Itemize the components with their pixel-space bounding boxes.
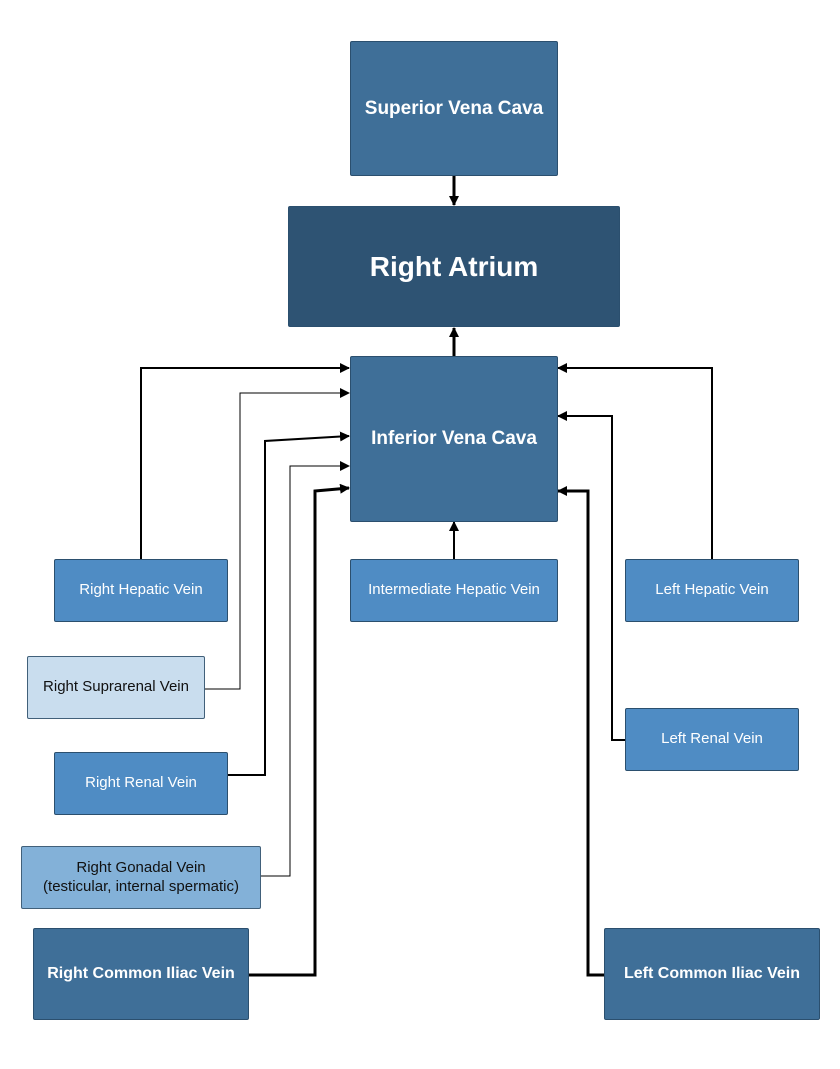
node-label: Superior Vena Cava bbox=[364, 97, 544, 119]
node-right-atrium: Right Atrium bbox=[288, 206, 620, 327]
node-right-suprarenal-vein: Right Suprarenal Vein bbox=[27, 656, 205, 719]
node-superior-vena-cava: Superior Vena Cava bbox=[350, 41, 558, 176]
node-label: Intermediate Hepatic Vein bbox=[368, 581, 540, 599]
node-label: Left Common Iliac Vein bbox=[623, 965, 801, 982]
node-label-line2: (testicular, internal spermatic) bbox=[43, 877, 239, 895]
node-label-line1: Right Gonadal Vein bbox=[76, 858, 206, 876]
node-label: Right Atrium bbox=[369, 251, 539, 282]
connector-right-hepatic bbox=[140, 363, 350, 559]
node-label: Right Suprarenal Vein bbox=[43, 678, 189, 696]
node-intermediate-hepatic-vein: Intermediate Hepatic Vein bbox=[350, 559, 558, 622]
node-label: Left Renal Vein bbox=[661, 730, 763, 748]
connector-left-common-iliac bbox=[557, 486, 605, 977]
node-label: Inferior Vena Cava bbox=[371, 428, 537, 450]
node-label: Right Common Iliac Vein bbox=[47, 965, 235, 982]
connector-left-hepatic bbox=[557, 363, 713, 559]
connector-right-renal bbox=[228, 431, 350, 776]
connector-right-suprarenal bbox=[204, 388, 350, 690]
connector-right-gonadal bbox=[260, 461, 350, 877]
connector-left-renal bbox=[557, 411, 626, 741]
node-label: Right Hepatic Vein bbox=[79, 581, 203, 599]
node-left-hepatic-vein: Left Hepatic Vein bbox=[625, 559, 799, 622]
node-left-renal-vein: Left Renal Vein bbox=[625, 708, 799, 771]
node-right-common-iliac-vein: Right Common Iliac Vein bbox=[33, 928, 249, 1020]
connector-right-common-iliac bbox=[248, 483, 350, 977]
node-label: Left Hepatic Vein bbox=[655, 581, 769, 599]
node-right-hepatic-vein: Right Hepatic Vein bbox=[54, 559, 228, 622]
node-label: Right Renal Vein bbox=[85, 774, 197, 792]
node-right-renal-vein: Right Renal Vein bbox=[54, 752, 228, 815]
node-left-common-iliac-vein: Left Common Iliac Vein bbox=[604, 928, 820, 1020]
node-inferior-vena-cava: Inferior Vena Cava bbox=[350, 356, 558, 522]
node-right-gonadal-vein: Right Gonadal Vein (testicular, internal… bbox=[21, 846, 261, 909]
